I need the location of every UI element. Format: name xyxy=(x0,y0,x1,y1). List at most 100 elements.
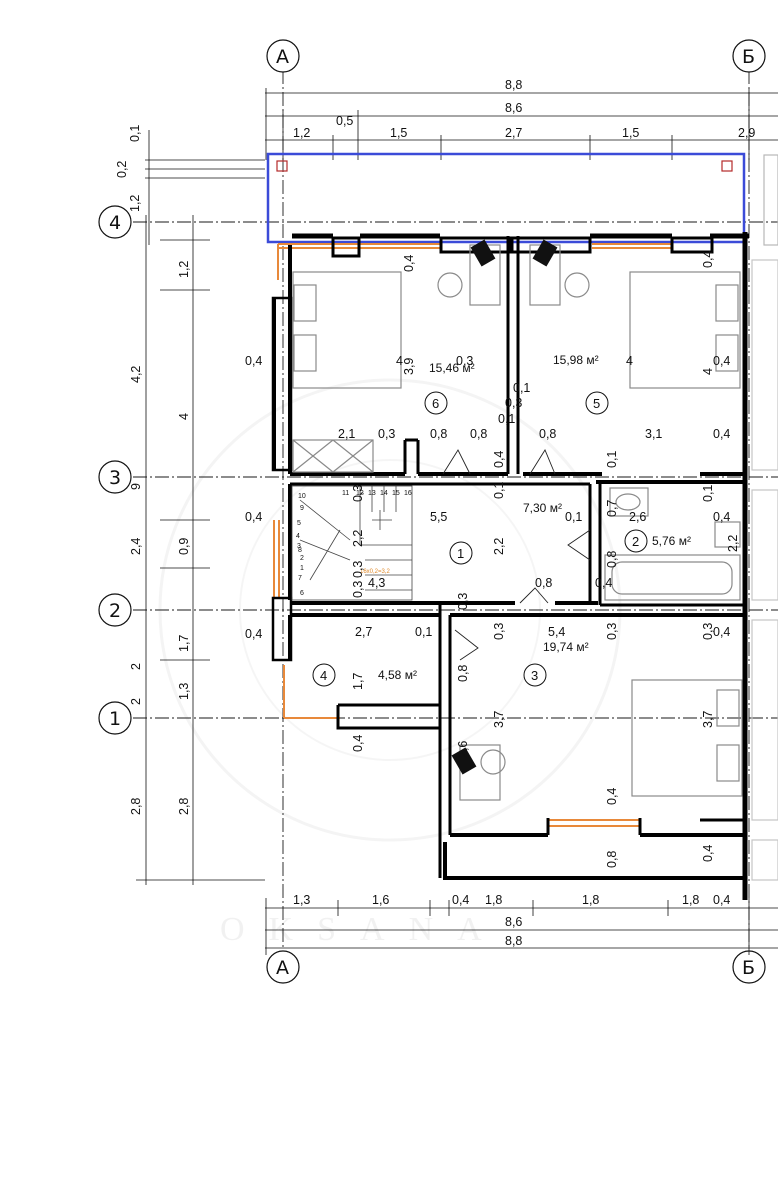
dim-interior: 2,6 xyxy=(629,510,646,524)
bed-room-5 xyxy=(629,271,741,389)
dim-interior: 4 xyxy=(626,354,633,368)
dim-interior: 0,4 xyxy=(701,845,715,862)
dim-interior: 0,4 xyxy=(605,788,619,805)
furniture xyxy=(292,244,743,801)
dim-left-col2: 2 xyxy=(129,663,143,670)
step-number: 10 xyxy=(298,493,306,500)
dim-top-offset: 0,5 xyxy=(336,114,353,128)
dim-top-seg: 1,2 xyxy=(293,126,310,140)
room-number: 3 xyxy=(531,668,538,683)
dim-bottom-seg: 0,4 xyxy=(452,893,469,907)
step-number: 3 xyxy=(297,543,301,550)
stair-step-numbers: 1 2 3 4 5 6 7 8 9 10 11 12 13 14 15 16 xyxy=(296,490,412,597)
dim-interior: 0,4 xyxy=(492,451,506,468)
stair-note: 16x0,2=3,2 xyxy=(360,569,391,575)
room-area: 7,30 м² xyxy=(523,501,562,515)
dim-left-col2: 4,2 xyxy=(129,366,143,383)
step-number: 14 xyxy=(380,490,388,497)
dim-interior: 3,7 xyxy=(701,711,715,728)
dim-interior: 0,4 xyxy=(245,510,262,524)
dim-interior: 0,7 xyxy=(605,500,619,517)
step-number: 5 xyxy=(297,520,301,527)
axis-label-a-top: А xyxy=(276,46,289,68)
dim-left-col2: 2,8 xyxy=(129,798,143,815)
room-area: 15,98 м² xyxy=(553,353,599,367)
dim-interior: 0,3 xyxy=(456,593,470,610)
axis-label-b-top: Б xyxy=(742,46,755,68)
dim-interior: 3,9 xyxy=(402,358,416,375)
step-number: 1 xyxy=(300,565,304,572)
dim-bottom-seg: 1,8 xyxy=(485,893,502,907)
dim-interior: 0,3 xyxy=(351,581,365,598)
dim-interior: 0,1 xyxy=(605,451,619,468)
dim-interior: 5,5 xyxy=(430,510,447,524)
dim-top-inner: 8,6 xyxy=(505,101,522,115)
axis-label-1: 1 xyxy=(109,708,121,730)
step-number: 15 xyxy=(392,490,400,497)
dim-interior: 0,1 xyxy=(498,412,515,426)
step-number: 12 xyxy=(356,490,364,497)
dim-interior: 0,4 xyxy=(402,255,416,272)
doors xyxy=(442,449,591,661)
room-markers xyxy=(312,391,648,687)
dim-bottom-seg: 1,8 xyxy=(682,893,699,907)
axis-label-a-bottom: А xyxy=(276,957,289,979)
chairs xyxy=(451,239,558,775)
axis-label-2: 2 xyxy=(109,600,121,622)
dim-interior: 0,3 xyxy=(701,623,715,640)
room-area: 15,46 м² xyxy=(429,361,475,375)
bed-room-6 xyxy=(292,271,402,389)
dim-interior: 0,3 xyxy=(351,561,365,578)
dim-left-col3: 1,3 xyxy=(177,683,191,700)
dim-interior: 0,3 xyxy=(605,623,619,640)
axis-label-3: 3 xyxy=(109,467,121,489)
dim-interior: 2,2 xyxy=(492,538,506,555)
dim-interior: 2,2 xyxy=(726,535,740,552)
dim-bottom-outer: 8,8 xyxy=(505,934,522,948)
dim-interior: 0,3 xyxy=(456,354,473,368)
dim-top-seg: 1,5 xyxy=(390,126,407,140)
dim-interior: 0,8 xyxy=(605,851,619,868)
dim-bottom-seg: 0,4 xyxy=(713,893,730,907)
dim-interior: 0,1 xyxy=(513,381,530,395)
dim-left-col3: 1,7 xyxy=(177,635,191,652)
dim-top-seg: 2,7 xyxy=(505,126,522,140)
dim-interior: 0,4 xyxy=(351,735,365,752)
room-number: 6 xyxy=(432,396,439,411)
dim-top-seg: 1,5 xyxy=(622,126,639,140)
room-area: 5,76 м² xyxy=(652,534,691,548)
dim-interior: 0,4 xyxy=(245,627,262,641)
staircase xyxy=(291,485,413,601)
dimension-lines xyxy=(136,88,778,955)
dim-interior: 0,3 xyxy=(351,485,365,502)
dim-left-col2: 2,4 xyxy=(129,538,143,555)
dim-interior: 4 xyxy=(701,368,715,375)
dim-left-col3: 0,9 xyxy=(177,538,191,555)
step-number: 16 xyxy=(404,490,412,497)
dim-bottom-inner: 8,6 xyxy=(505,915,522,929)
watermark: OKSANA xyxy=(158,378,622,948)
step-number: 9 xyxy=(300,505,304,512)
dim-interior: 0,1 xyxy=(565,510,582,524)
dim-interior: 0,4 xyxy=(245,354,262,368)
dim-interior: 0,4 xyxy=(713,354,730,368)
windows xyxy=(273,243,672,827)
step-number: 2 xyxy=(300,555,304,562)
room-number: 5 xyxy=(593,396,600,411)
step-number: 11 xyxy=(342,490,349,497)
dim-interior: 0,3 xyxy=(492,623,506,640)
dim-interior: 3,1 xyxy=(645,427,662,441)
dim-interior: 0,8 xyxy=(470,427,487,441)
dim-interior: 0,1 xyxy=(415,625,432,639)
room-area: 19,74 м² xyxy=(543,640,589,654)
dim-bottom-seg: 1,8 xyxy=(582,893,599,907)
dim-interior: 0,8 xyxy=(605,551,619,568)
dim-interior: 0,1 xyxy=(492,482,506,499)
room-area: 4,58 м² xyxy=(378,668,417,682)
dim-left-col3: 4 xyxy=(177,413,191,420)
axis-bubbles xyxy=(98,39,766,984)
room-number: 4 xyxy=(320,668,327,683)
dim-left-col2: 2 xyxy=(129,698,143,705)
balcony xyxy=(266,152,778,246)
dim-top-seg: 2,9 xyxy=(738,126,755,140)
